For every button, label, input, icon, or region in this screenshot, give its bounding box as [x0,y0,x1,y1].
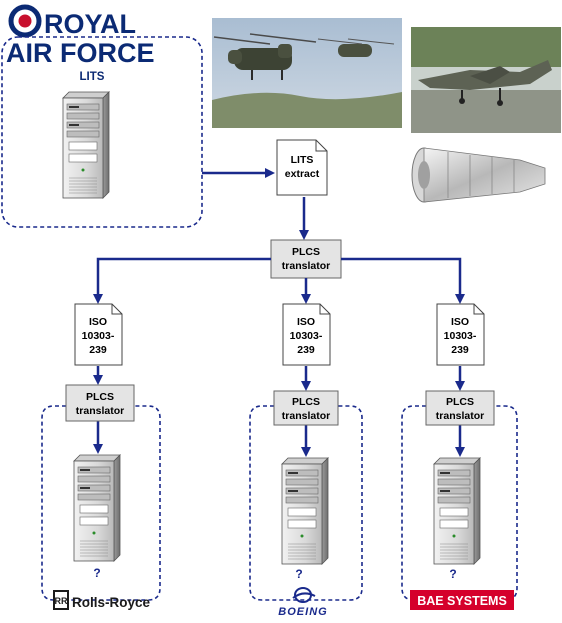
unknown-system-boeing: ? [295,567,302,581]
lits-server [63,92,109,198]
lits-extract-line1: LITS [291,154,314,166]
plcs-translator-main-line1: PLCS [292,246,320,258]
plcs-translator-boeing-line1: PLCS [292,396,320,408]
bae-systems-text: BAE SYSTEMS [417,594,507,608]
boeing-server [282,458,328,564]
iso-left-line3: 239 [89,344,107,356]
plcs-translator-boeing: PLCS translator [274,391,338,425]
arrow-translator-to-iso-left [98,259,271,300]
iso-right-line3: 239 [451,344,469,356]
plcs-translator-rolls-royce: PLCS translator [66,385,134,421]
bae-server [434,458,480,564]
plcs-translator-main-line2: translator [282,260,330,272]
rolls-royce-server [74,455,120,561]
svg-text:RR: RR [55,596,68,606]
unknown-system-bae: ? [449,567,456,581]
tornado-jet-photo [411,27,561,133]
iso-document-left: ISO 10303- 239 [75,304,122,365]
plcs-translator-bae-line1: PLCS [446,396,474,408]
iso-center-line3: 239 [297,344,315,356]
rolls-royce-text: Rolls-Royce [72,595,151,610]
lits-extract-document: LITS extract [277,140,327,195]
plcs-translator-bae: PLCS translator [426,391,494,425]
plcs-translator-main: PLCS translator [271,240,341,278]
lits-label: LITS [80,71,105,83]
plcs-translator-bae-line2: translator [436,410,484,422]
arrow-translator-to-iso-right [341,259,460,300]
boeing-text: BOEING [278,606,327,618]
raf-logo-line2: AIR FORCE [6,38,155,68]
iso-document-center: ISO 10303- 239 [283,304,330,365]
plcs-translator-boeing-line2: translator [282,410,330,422]
raf-logo-line1: ROYAL [44,9,136,39]
iso-document-right: ISO 10303- 239 [437,304,484,365]
boeing-logo: BOEING [278,588,327,618]
iso-left-line2: 10303- [82,330,115,342]
iso-center-line1: ISO [297,316,315,328]
plcs-translator-rr-line1: PLCS [86,391,114,403]
iso-left-line1: ISO [89,316,107,328]
iso-right-line1: ISO [451,316,469,328]
jet-engine-picture [412,148,545,202]
iso-right-line2: 10303- [444,330,477,342]
iso-center-line2: 10303- [290,330,323,342]
bae-systems-logo: BAE SYSTEMS [410,590,514,610]
chinook-helicopter-photo [212,18,402,128]
unknown-system-rolls-royce: ? [93,566,100,580]
lits-extract-line2: extract [285,168,320,180]
plcs-translator-rr-line2: translator [76,405,124,417]
rolls-royce-logo: RR Rolls-Royce [53,590,151,610]
